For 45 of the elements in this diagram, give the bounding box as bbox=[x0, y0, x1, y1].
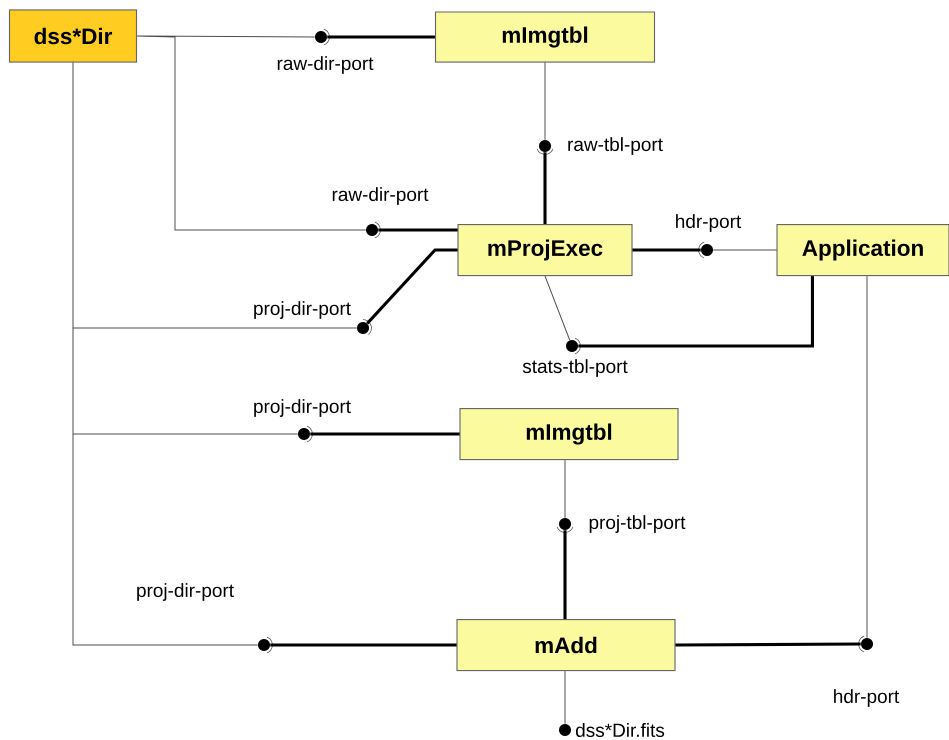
connector-line bbox=[136, 36, 366, 230]
port-symbol bbox=[566, 338, 581, 354]
port-label: raw-tbl-port bbox=[568, 137, 663, 155]
connector-line bbox=[632, 248, 701, 252]
port-symbol bbox=[357, 319, 372, 335]
port-symbol bbox=[698, 242, 713, 258]
connector-line bbox=[676, 642, 861, 647]
port-label: proj-tbl-port bbox=[590, 515, 686, 533]
connector-line bbox=[544, 62, 546, 140]
port-symbol bbox=[559, 724, 571, 736]
port-symbol bbox=[315, 28, 330, 46]
port-label: raw-dir-port bbox=[278, 56, 374, 74]
connector-line bbox=[543, 152, 547, 224]
port-label: proj-dir-port bbox=[137, 583, 234, 601]
connector-line bbox=[564, 460, 566, 518]
port-label: hdr-port bbox=[676, 214, 742, 232]
connector-line bbox=[563, 530, 567, 619]
component-box: mImgtbl bbox=[434, 11, 656, 63]
connector-line bbox=[327, 35, 435, 39]
port-label: stats-tbl-port bbox=[522, 359, 628, 377]
port-label: hdr-port bbox=[834, 689, 900, 707]
connector-line bbox=[544, 276, 570, 341]
component-box: Application bbox=[776, 224, 949, 276]
connector-line bbox=[72, 62, 258, 646]
connector-line bbox=[564, 670, 566, 724]
port-symbol bbox=[258, 636, 273, 654]
port-label: raw-dir-port bbox=[332, 187, 428, 205]
port-symbol bbox=[858, 636, 873, 652]
port-symbol bbox=[298, 426, 313, 442]
connector-line bbox=[366, 248, 458, 324]
component-box: mImgtbl bbox=[459, 408, 679, 460]
port-label: proj-dir-port bbox=[254, 301, 351, 319]
connector-line bbox=[310, 432, 460, 436]
connector-line bbox=[578, 276, 814, 348]
component-box: dss*Dir bbox=[8, 9, 138, 63]
connector-line bbox=[378, 228, 458, 232]
port-label: proj-dir-port bbox=[254, 399, 351, 417]
port-symbol bbox=[556, 518, 574, 533]
connector-line bbox=[866, 276, 868, 638]
connector-line bbox=[270, 643, 456, 647]
port-symbol bbox=[366, 222, 381, 238]
component-box: mAdd bbox=[456, 618, 676, 672]
port-symbol bbox=[536, 140, 554, 155]
port-label: dss*Dir.fits bbox=[576, 723, 664, 737]
component-box: mProjExec bbox=[457, 224, 633, 276]
